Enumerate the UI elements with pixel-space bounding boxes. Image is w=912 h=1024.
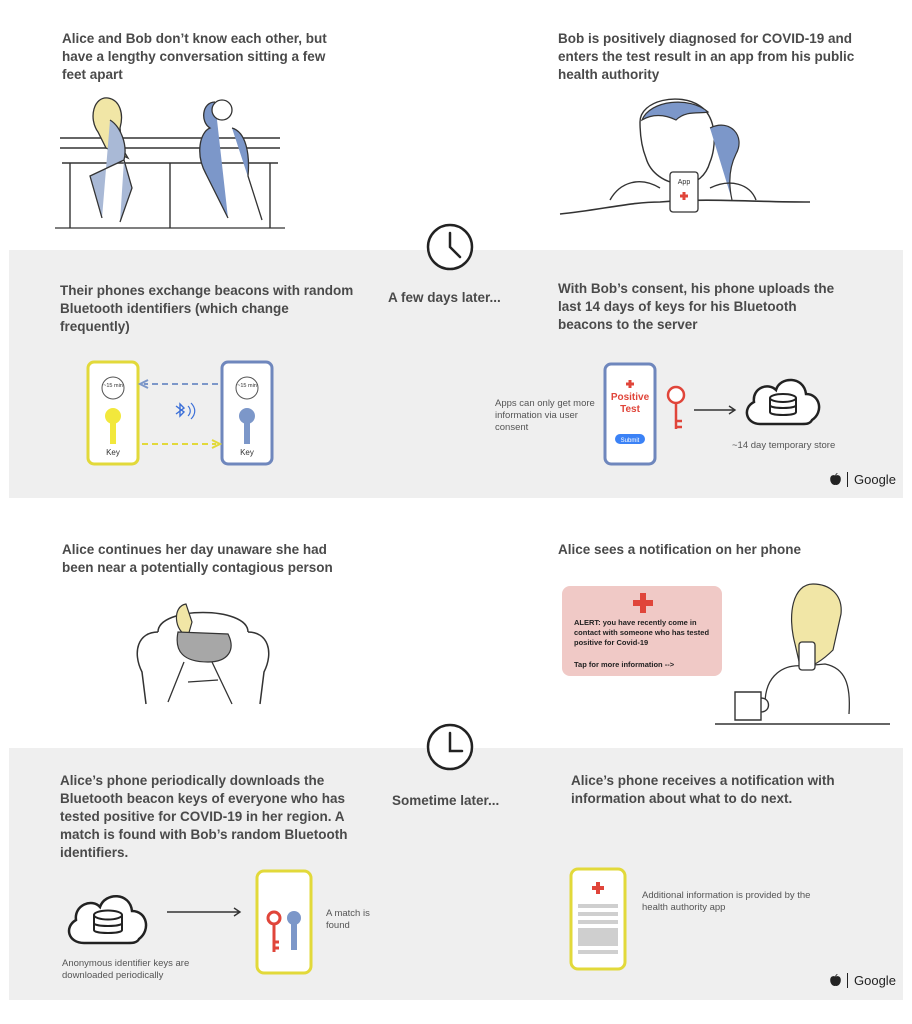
key-icon — [105, 408, 121, 444]
arrow-right-icon — [694, 405, 737, 415]
caption-panel-2: Bob is positively diagnosed for COVID-19… — [558, 31, 855, 82]
transition-label-first: A few days later... — [388, 290, 501, 305]
positive-test-label: Positive Test — [610, 392, 650, 415]
caption-panel-5: Alice continues her day unaware she had … — [62, 542, 333, 575]
apple-icon — [830, 473, 841, 485]
caption-panel-1: Alice and Bob don’t know each other, but… — [62, 31, 327, 82]
apple-google-logo: Google — [830, 973, 896, 988]
alert-text: ALERT: you have recently come in contact… — [574, 618, 710, 647]
cloud-server-icon — [67, 895, 148, 945]
band-1 — [9, 250, 903, 498]
medical-cross-icon — [633, 593, 653, 613]
caption-panel-6: Alice sees a notification on her phone — [558, 542, 802, 557]
beacon-exchange-illustration: ~15 min ~15 min Key Key — [86, 360, 274, 466]
info-note: Additional information is provided by th… — [642, 890, 811, 913]
apple-google-logo: Google — [830, 472, 896, 487]
alice-with-phone-illustration — [715, 583, 890, 725]
caption-panel-4: With Bob’s consent, his phone uploads th… — [558, 281, 835, 332]
clock-icon — [426, 223, 474, 271]
info-phone — [569, 867, 627, 971]
caption-panel-7: Alice’s phone periodically downloads the… — [60, 773, 348, 860]
alert-tap-link[interactable]: Tap for more information --> — [574, 660, 675, 669]
bob-with-app-illustration: App — [559, 98, 811, 215]
bench-conversation-illustration — [55, 97, 285, 229]
clock-icon — [426, 723, 474, 771]
key-icon — [666, 385, 686, 429]
transition-label-second: Sometime later... — [392, 793, 500, 808]
download-note: Anonymous identifier keys are downloaded… — [62, 958, 190, 981]
app-label: App — [678, 179, 691, 186]
submit-button: Submit — [620, 438, 640, 444]
alice-in-chair-illustration — [136, 603, 270, 705]
key-icon — [239, 408, 255, 444]
consent-note: Apps can only get more information via u… — [495, 398, 595, 433]
arrow-right-icon — [167, 907, 242, 917]
key-label-left: Key — [106, 448, 120, 457]
timer-text-right: ~15 min — [237, 383, 257, 389]
matched-keys-phone — [255, 869, 313, 975]
band-2 — [9, 748, 903, 1000]
positive-test-phone — [603, 362, 657, 466]
alert-notification[interactable]: ALERT: you have recently come in contact… — [562, 586, 722, 676]
match-note: A match is found — [326, 908, 370, 931]
google-label: Google — [854, 472, 896, 487]
key-label-right: Key — [240, 448, 254, 457]
timer-text-left: ~15 min — [103, 383, 123, 389]
caption-panel-3: Their phones exchange beacons with rando… — [60, 283, 354, 334]
google-label: Google — [854, 973, 896, 988]
cloud-server-icon — [745, 378, 821, 426]
bluetooth-icon — [175, 402, 186, 418]
caption-panel-8: Alice’s phone receives a notification wi… — [571, 773, 835, 806]
apple-icon — [830, 974, 841, 986]
store-label: ~14 day temporary store — [732, 440, 836, 451]
